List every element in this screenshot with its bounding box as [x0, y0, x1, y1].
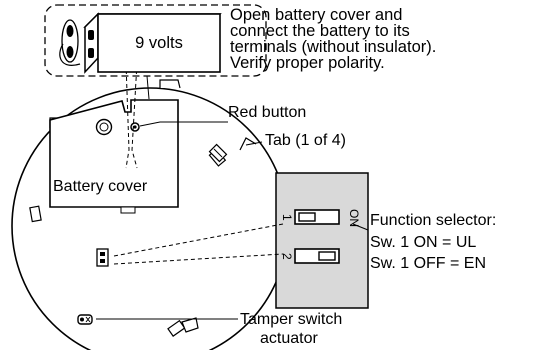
dashed-projection-bottom	[113, 253, 284, 265]
red-button-label: Red button	[228, 104, 307, 121]
switch-2-number: 2	[280, 253, 294, 260]
dashed-projection-top	[113, 223, 284, 257]
tamper-switch-label: Tamper switch	[240, 311, 343, 328]
selector-switch-in-base	[96, 248, 109, 267]
dip-switch-2	[294, 248, 340, 264]
battery-voltage-label: 9 volts	[135, 33, 183, 52]
cover-latch	[120, 206, 136, 214]
tab-label: Tab (1 of 4)	[265, 132, 346, 149]
tab-indicator-icon	[208, 143, 228, 163]
battery-detail-callout	[44, 4, 267, 77]
switch-panel	[275, 172, 369, 309]
battery-side-face	[84, 12, 99, 74]
battery-terminal-negative	[88, 48, 94, 58]
battery-cover-label: Battery cover	[53, 178, 148, 195]
battery-wire-b	[131, 62, 138, 169]
sw1-on-label: Sw. 1 ON = UL	[370, 234, 477, 251]
rim-notch-right	[239, 137, 257, 151]
battery-front-face	[97, 13, 221, 73]
callout-connector-line	[146, 75, 150, 100]
instruction-line-4: Verify proper polarity.	[230, 54, 385, 72]
tamper-actuator-label: actuator	[260, 330, 318, 347]
red-button-leader	[139, 121, 228, 127]
battery-snap-connector	[59, 19, 81, 66]
battery-cover-group	[49, 99, 179, 214]
tab-leader	[245, 141, 263, 146]
tab-bottom	[167, 319, 186, 337]
battery-terminal-positive	[88, 30, 94, 40]
function-selector-leader	[352, 223, 369, 231]
tamper-switch-icon	[77, 314, 93, 325]
tab-left	[29, 205, 42, 223]
instruction-line-1: Open battery cover and	[230, 6, 403, 24]
battery-9v	[83, 12, 222, 74]
tab-bottom-right	[181, 317, 199, 333]
instruction-line-2: connect the battery to its	[230, 22, 410, 40]
cover-screw-hole-icon	[95, 118, 113, 136]
function-selector-label: Function selector:	[370, 212, 497, 229]
red-button-icon	[130, 122, 140, 132]
cover-screw-inner	[99, 122, 109, 132]
sw1-off-label: Sw. 1 OFF = EN	[370, 255, 487, 272]
rim-notch-top	[159, 79, 181, 89]
battery-wire-a	[125, 62, 130, 169]
switch-on-label: ON	[347, 209, 361, 227]
battery-cover-shape	[49, 99, 179, 208]
switch-1-number: 1	[280, 214, 294, 221]
instruction-line-3: terminals (without insulator).	[230, 38, 437, 56]
dip-switch-1	[294, 209, 340, 225]
